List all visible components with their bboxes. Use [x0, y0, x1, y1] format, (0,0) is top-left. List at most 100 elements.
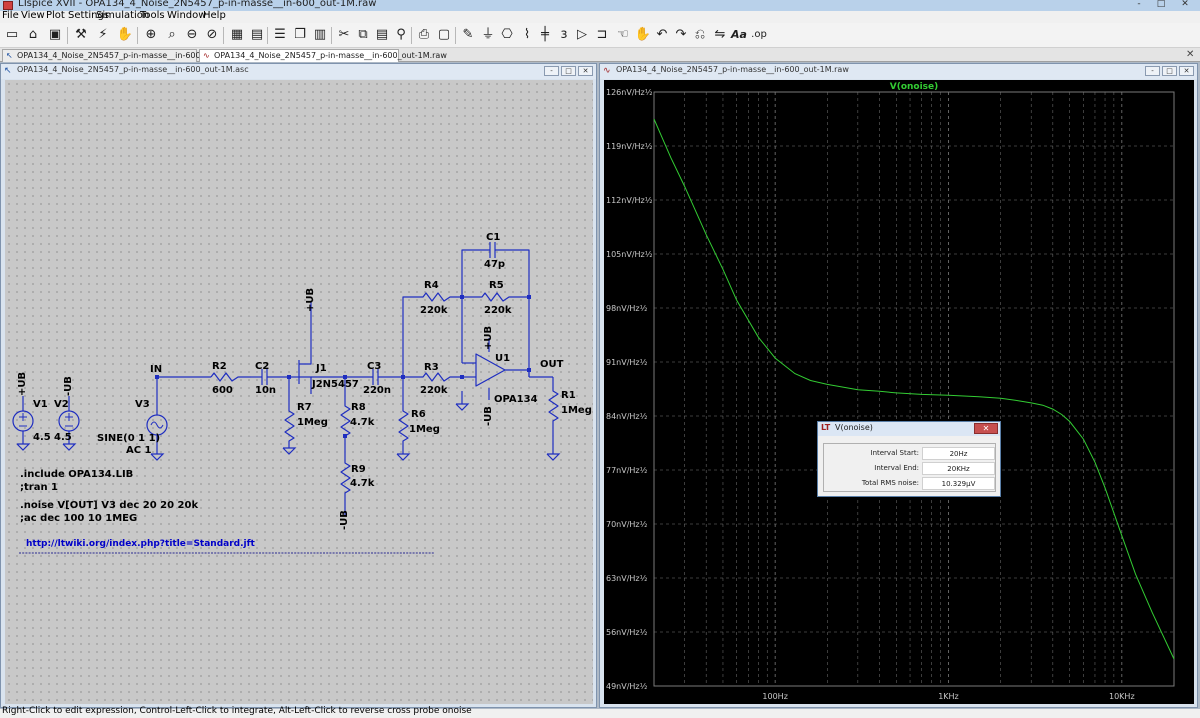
redo-icon[interactable]: ↷: [675, 27, 687, 42]
mirror-icon[interactable]: ⇋: [714, 27, 726, 42]
ruler-icon[interactable]: ▤: [250, 27, 264, 42]
menu-view[interactable]: View: [21, 10, 45, 21]
close-button[interactable]: ✕: [1181, 0, 1189, 9]
close-button[interactable]: ✕: [1179, 66, 1194, 76]
zoom-cancel-icon[interactable]: ⊘: [206, 27, 218, 42]
schematic-canvas[interactable]: +UB J1 J2N5457 C1 47p R4 220k R5 220k +U…: [5, 80, 593, 704]
interval-start-value: 20Hz: [922, 447, 995, 460]
total-rms-noise-value: 10.329µV: [922, 477, 995, 490]
capacitor-icon[interactable]: ╪: [541, 27, 549, 42]
r3-value-label: 220k: [420, 385, 448, 396]
r5-value-label: 220k: [484, 305, 512, 316]
directive-tran[interactable]: ;tran 1: [20, 482, 58, 493]
wire-icon[interactable]: ✎: [462, 27, 474, 42]
waveform-icon: ∿: [203, 51, 210, 60]
tab-schematic[interactable]: ↖ OPA134_4_Noise_2N5457_p-in-masse__in-6…: [2, 49, 249, 62]
rotate-icon[interactable]: ⎌: [694, 27, 706, 42]
schematic-drawing[interactable]: +UB J1 J2N5457 C1 47p R4 220k R5 220k +U…: [5, 80, 593, 704]
net-label-out: OUT: [540, 359, 564, 370]
noise-plot[interactable]: 49nV/Hz½56nV/Hz½63nV/Hz½70nV/Hz½77nV/Hz½…: [604, 80, 1194, 704]
v3-ac-label: AC 1: [126, 445, 152, 456]
menu-tools[interactable]: Tools: [140, 10, 165, 21]
zoom-out-icon[interactable]: ⊖: [186, 27, 198, 42]
dialog-close-button[interactable]: ✕: [974, 423, 998, 434]
spice-directive-icon[interactable]: .op: [751, 29, 767, 40]
directive-noise[interactable]: .noise V[OUT] V3 dec 20 20 20k: [20, 500, 198, 511]
menu-simulation[interactable]: Simulation: [96, 10, 150, 21]
print-preview-icon[interactable]: ▢: [437, 27, 451, 42]
r8-value-label: 4.7k: [350, 417, 375, 428]
open-icon[interactable]: ⌂: [28, 27, 38, 42]
tab-waveform[interactable]: ∿ OPA134_4_Noise_2N5457_p-in-masse__in-6…: [199, 49, 447, 62]
run-icon[interactable]: ⚡: [98, 27, 108, 42]
component-icon[interactable]: ⊐: [596, 27, 608, 42]
ltwiki-link[interactable]: http://ltwiki.org/index.php?title=Standa…: [26, 539, 256, 549]
maximize-button[interactable]: □: [1162, 66, 1177, 76]
x-tick-label: 100Hz: [762, 692, 787, 701]
minimize-button[interactable]: -: [1145, 66, 1160, 76]
c3-value-label: 220n: [363, 385, 391, 396]
schematic-window: ↖ OPA134_4_Noise_2N5457_p-in-masse__in-6…: [0, 63, 597, 708]
tab-close-icon[interactable]: ✕: [1186, 49, 1195, 60]
net-label-ub-jfet: +UB: [305, 288, 316, 312]
r2-label: R2: [212, 361, 227, 372]
menu-file[interactable]: File: [2, 10, 19, 21]
ground-icon[interactable]: ⏚: [481, 27, 495, 42]
c3-label: C3: [367, 361, 381, 372]
trace-label-vonoise[interactable]: V(onoise): [890, 82, 939, 92]
net-label-in: IN: [150, 364, 162, 375]
cascade-icon[interactable]: ❐: [294, 27, 306, 42]
zoom-in-icon[interactable]: ⊕: [145, 27, 157, 42]
menu-help[interactable]: Help: [203, 10, 226, 21]
directive-include[interactable]: .include OPA134.LIB: [20, 469, 133, 480]
resistor-icon[interactable]: ⌇: [523, 27, 531, 42]
close-button[interactable]: ✕: [578, 66, 593, 76]
label-icon[interactable]: ⎔: [501, 27, 513, 42]
schematic-window-titlebar[interactable]: ↖ OPA134_4_Noise_2N5457_p-in-masse__in-6…: [1, 64, 596, 79]
halt-icon[interactable]: ✋: [116, 27, 134, 42]
waveform-window-titlebar[interactable]: ∿ OPA134_4_Noise_2N5457_p-in-masse__in-6…: [600, 64, 1197, 79]
ltspice-app-icon: [3, 1, 13, 10]
maximize-button[interactable]: □: [561, 66, 576, 76]
minimize-button[interactable]: -: [1137, 0, 1141, 9]
autorange-icon[interactable]: ▦: [230, 27, 244, 42]
paste-icon[interactable]: ▤: [375, 27, 389, 42]
status-text: Right-Click to edit expression, Control-…: [2, 706, 472, 716]
menu-plot-settings[interactable]: Plot Settings: [46, 10, 110, 21]
minimize-button[interactable]: -: [544, 66, 559, 76]
print-icon[interactable]: ⎙: [418, 27, 430, 42]
c2-label: C2: [255, 361, 269, 372]
inductor-icon[interactable]: ɜ: [560, 27, 568, 42]
schematic-window-title: OPA134_4_Noise_2N5457_p-in-masse__in-600…: [17, 65, 249, 74]
text-icon[interactable]: Aa: [731, 28, 747, 41]
zoom-area-icon[interactable]: ⌕: [168, 27, 176, 42]
move-icon[interactable]: ☜: [617, 27, 629, 42]
drag-icon[interactable]: ✋: [634, 27, 652, 42]
maximize-button[interactable]: □: [1156, 0, 1166, 9]
trace-vonoise[interactable]: [653, 118, 1175, 660]
copy-icon[interactable]: ⧉: [358, 27, 368, 42]
r9-value-label: 4.7k: [350, 478, 375, 489]
y-tick-label: 49nV/Hz½: [606, 682, 648, 691]
control-panel-icon[interactable]: ⚒: [75, 27, 87, 42]
find-icon[interactable]: ⚲: [396, 27, 406, 42]
document-tabs: ↖ OPA134_4_Noise_2N5457_p-in-masse__in-6…: [0, 48, 1200, 62]
tile-horizontal-icon[interactable]: ☰: [274, 27, 286, 42]
tile-vertical-icon[interactable]: ▥: [313, 27, 327, 42]
new-schematic-icon[interactable]: ▭: [5, 27, 19, 42]
waveform-icon: ∿: [603, 66, 611, 76]
diode-icon[interactable]: ▷: [577, 27, 587, 42]
toolbar: ▭ ⌂ ▣ ⚒ ⚡ ✋ ⊕ ⌕ ⊖ ⊘ ▦ ▤ ☰ ❐ ▥ ✂ ⧉ ▤ ⚲ ⎙ …: [0, 23, 1200, 48]
schematic-icon: ↖: [4, 66, 12, 76]
x-tick-label: 1KHz: [938, 692, 959, 701]
x-tick-label: 10KHz: [1109, 692, 1135, 701]
mdi-area: ↖ OPA134_4_Noise_2N5457_p-in-masse__in-6…: [0, 63, 1200, 709]
menu-window[interactable]: Window: [167, 10, 207, 21]
directive-ac[interactable]: ;ac dec 100 10 1MEG: [20, 513, 137, 524]
undo-icon[interactable]: ↶: [656, 27, 668, 42]
save-icon[interactable]: ▣: [48, 27, 62, 42]
cut-icon[interactable]: ✂: [338, 27, 350, 42]
dialog-titlebar[interactable]: LT V(onoise) ✕: [818, 422, 1000, 436]
net-label-ub-opamp: +UB: [483, 326, 494, 350]
